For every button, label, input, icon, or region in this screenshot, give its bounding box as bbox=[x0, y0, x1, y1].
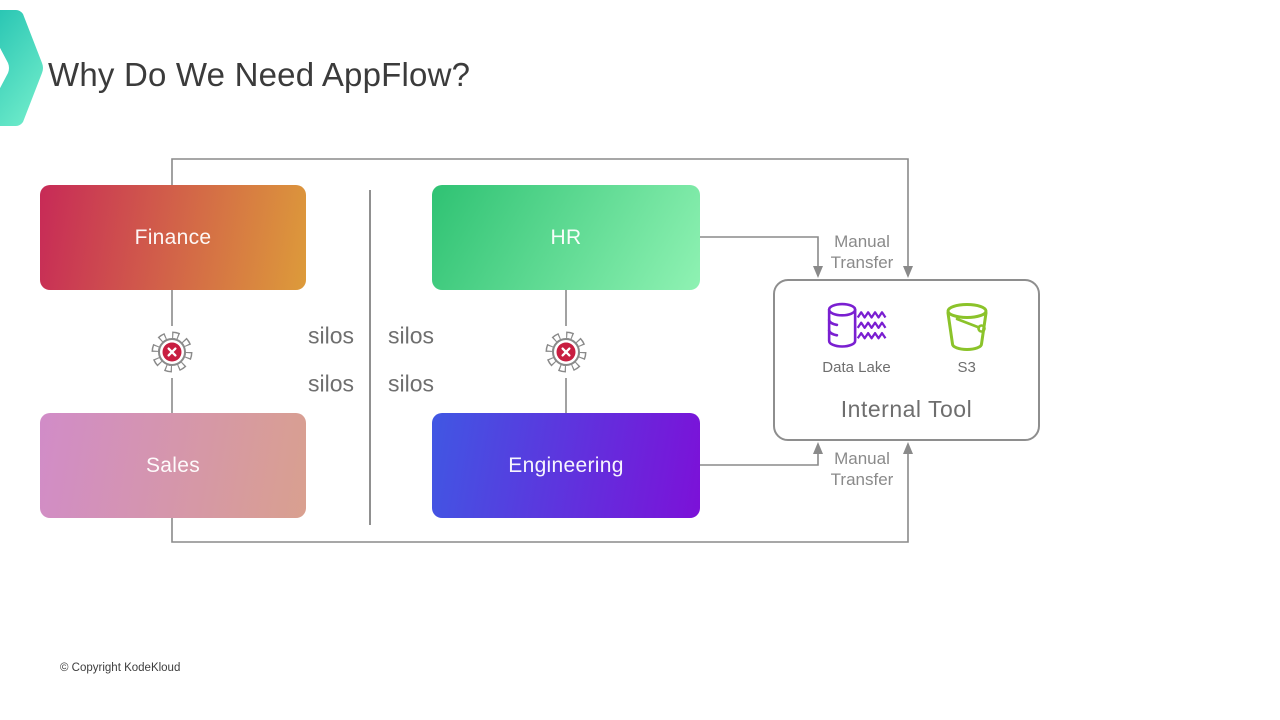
department-label: HR bbox=[550, 225, 582, 249]
x-mark-icon bbox=[167, 347, 177, 357]
tool-item-s3: S3 bbox=[943, 301, 991, 376]
internal-tool-title: Internal Tool bbox=[840, 396, 973, 422]
s3-label: S3 bbox=[957, 359, 976, 376]
department-box-sales: Sales bbox=[40, 413, 306, 518]
silos-label: silos bbox=[387, 322, 435, 349]
arrow-up-icon bbox=[903, 442, 913, 454]
gear-error-icon bbox=[545, 331, 587, 373]
page-title: Why Do We Need AppFlow? bbox=[48, 56, 471, 93]
department-box-hr: HR bbox=[432, 185, 700, 290]
connector-hr-to-tool bbox=[700, 236, 819, 267]
department-label: Engineering bbox=[508, 453, 624, 477]
silos-label: silos bbox=[307, 370, 355, 397]
department-box-engineering: Engineering bbox=[432, 413, 700, 518]
connector-engineering-to-tool bbox=[700, 454, 819, 466]
data-lake-icon bbox=[828, 302, 887, 348]
x-mark-icon bbox=[561, 347, 571, 357]
department-label: Finance bbox=[134, 225, 212, 249]
data-lake-label: Data Lake bbox=[822, 359, 891, 376]
manual-transfer-label-bottom: Manual Transfer bbox=[830, 449, 894, 489]
manual-transfer-label-top: Manual Transfer bbox=[830, 232, 894, 272]
silos-label: silos bbox=[387, 370, 435, 397]
internal-tool-box: Data Lake S3 Internal Tool bbox=[773, 279, 1040, 441]
department-label: Sales bbox=[145, 453, 201, 477]
silos-label: silos bbox=[307, 322, 355, 349]
copyright-text: © Copyright KodeKloud bbox=[60, 662, 181, 674]
kodekloud-chevron-logo bbox=[0, 10, 43, 126]
department-box-finance: Finance bbox=[40, 185, 306, 290]
tool-item-data-lake: Data Lake bbox=[822, 301, 891, 376]
gear-error-icon bbox=[151, 331, 193, 373]
s3-bucket-icon bbox=[946, 303, 988, 351]
arrow-down-icon bbox=[903, 266, 913, 278]
